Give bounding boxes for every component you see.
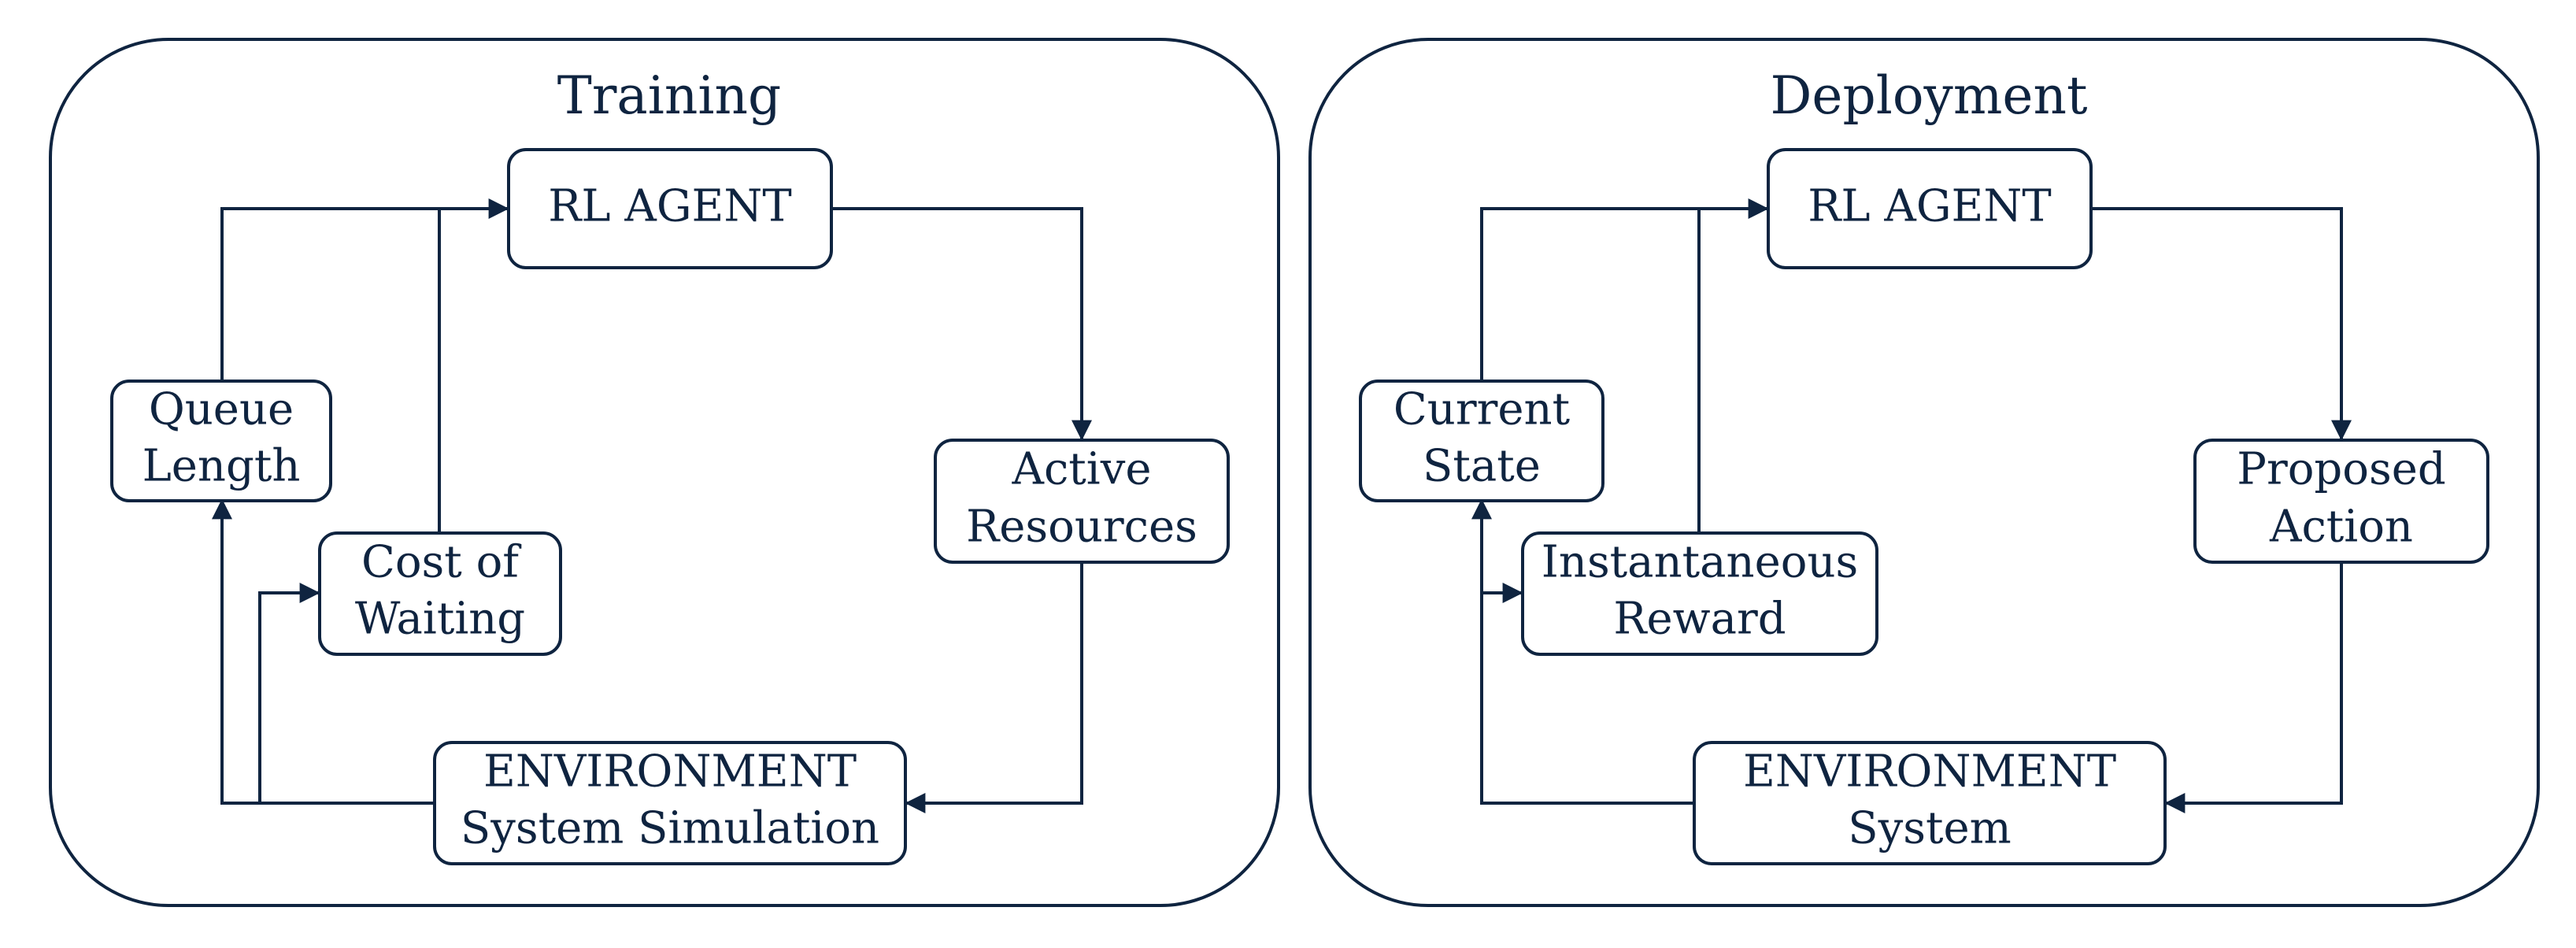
deployment-environment-box bbox=[1693, 741, 2167, 865]
training-agent-label: RL AGENT bbox=[548, 181, 792, 232]
training-agent-box bbox=[507, 148, 833, 269]
deployment-agent-node: RL AGENT bbox=[1767, 148, 2093, 269]
training-environment-line-2: System Simulation bbox=[461, 803, 879, 854]
training-agent-node: RL AGENT bbox=[507, 148, 833, 269]
environment-to-cost-of-waiting-arrow bbox=[258, 583, 320, 803]
proposed-action-box bbox=[2193, 439, 2489, 564]
instantaneous-reward-line-2: Reward bbox=[1613, 594, 1786, 645]
cost-of-waiting-line-1: Cost of bbox=[361, 537, 522, 588]
active-resources-box bbox=[934, 439, 1230, 564]
proposed-action-line-1: Proposed bbox=[2237, 444, 2445, 495]
deployment-agent-box bbox=[1767, 148, 2093, 269]
current-state-to-agent-arrow bbox=[1480, 198, 1769, 381]
proposed-action-node: Proposed Action bbox=[2193, 439, 2489, 564]
deployment-panel-frame bbox=[1308, 38, 2540, 907]
current-state-line-1: Current bbox=[1393, 384, 1571, 435]
queue-length-node: Queue Length bbox=[110, 380, 332, 502]
environment-to-current-state-arrow bbox=[1471, 498, 1694, 805]
deployment-environment-node: ENVIRONMENT System bbox=[1693, 741, 2167, 865]
cost-of-waiting-box bbox=[318, 531, 562, 656]
deployment-panel: Deployment RL AGENT Current State bbox=[1308, 38, 2540, 907]
instantaneous-reward-box bbox=[1521, 531, 1878, 656]
deployment-environment-line-1: ENVIRONMENT bbox=[1743, 746, 2116, 798]
training-environment-node: ENVIRONMENT System Simulation bbox=[433, 741, 907, 865]
active-resources-line-2: Resources bbox=[966, 502, 1197, 553]
active-resources-node: Active Resources bbox=[934, 439, 1230, 564]
active-resources-to-environment-arrow bbox=[905, 562, 1083, 813]
deployment-title: Deployment bbox=[1770, 65, 2087, 126]
instantaneous-reward-line-1: Instantaneous bbox=[1542, 537, 1859, 588]
agent-to-proposed-action-arrow bbox=[2091, 207, 2352, 441]
deployment-agent-label: RL AGENT bbox=[1808, 181, 2052, 232]
agent-to-active-resources-arrow bbox=[831, 207, 1092, 441]
training-connectors bbox=[212, 198, 1092, 813]
training-environment-box bbox=[433, 741, 907, 865]
cost-of-waiting-node: Cost of Waiting bbox=[318, 531, 562, 656]
queue-length-box bbox=[110, 380, 332, 502]
proposed-action-line-2: Action bbox=[2269, 502, 2413, 553]
instantaneous-reward-node: Instantaneous Reward bbox=[1521, 531, 1878, 656]
deployment-connectors bbox=[1471, 198, 2352, 813]
queue-length-to-agent-arrow bbox=[220, 198, 509, 381]
queue-length-line-2: Length bbox=[142, 441, 301, 492]
deployment-environment-line-2: System bbox=[1848, 803, 2011, 854]
current-state-node: Current State bbox=[1359, 380, 1604, 502]
current-state-line-2: State bbox=[1423, 441, 1541, 492]
queue-length-line-1: Queue bbox=[149, 384, 294, 435]
training-panel-frame bbox=[49, 38, 1280, 907]
training-environment-line-1: ENVIRONMENT bbox=[483, 746, 857, 798]
current-state-box bbox=[1359, 380, 1604, 502]
training-title: Training bbox=[557, 65, 781, 126]
active-resources-line-1: Active bbox=[1012, 444, 1152, 495]
cost-of-waiting-line-2: Waiting bbox=[355, 594, 525, 645]
training-panel: Training RL AGENT Queue Length bbox=[49, 38, 1280, 907]
proposed-action-to-environment-arrow bbox=[2164, 562, 2343, 813]
environment-to-queue-length-arrow bbox=[212, 498, 435, 805]
